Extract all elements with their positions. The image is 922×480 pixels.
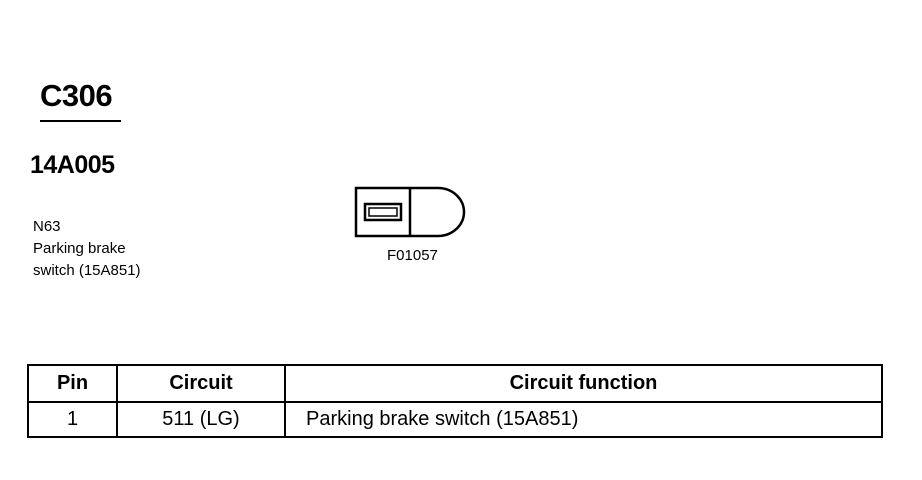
connector-terminal-outer xyxy=(363,202,403,222)
cell-circuit: 511 (LG) xyxy=(116,401,286,438)
connector-id: C306 xyxy=(40,78,113,113)
component-code: N63 xyxy=(33,218,61,235)
component-name-line-2: switch (15A851) xyxy=(33,262,141,279)
connector-face-diagram xyxy=(354,186,466,238)
table-row: 1 511 (LG) Parking brake switch (15A851) xyxy=(27,401,883,438)
cell-pin: 1 xyxy=(27,401,118,438)
pin-table: Pin Circuit Circuit function 1 511 (LG) … xyxy=(27,364,883,438)
cell-circuit-function: Parking brake switch (15A851) xyxy=(284,401,883,438)
header-circuit: Circuit xyxy=(116,364,286,403)
table-header-row: Pin Circuit Circuit function xyxy=(27,364,883,403)
component-name-line-1: Parking brake xyxy=(33,240,126,257)
connector-terminal-inner xyxy=(368,207,398,217)
connector-id-underline xyxy=(40,120,121,122)
diagram-reference: F01057 xyxy=(387,247,438,264)
connector-housing xyxy=(354,186,466,238)
header-pin: Pin xyxy=(27,364,118,403)
header-circuit-function: Circuit function xyxy=(284,364,883,403)
part-number: 14A005 xyxy=(30,151,115,179)
component-description: N63 Parking brake switch (15A851) xyxy=(33,216,141,282)
